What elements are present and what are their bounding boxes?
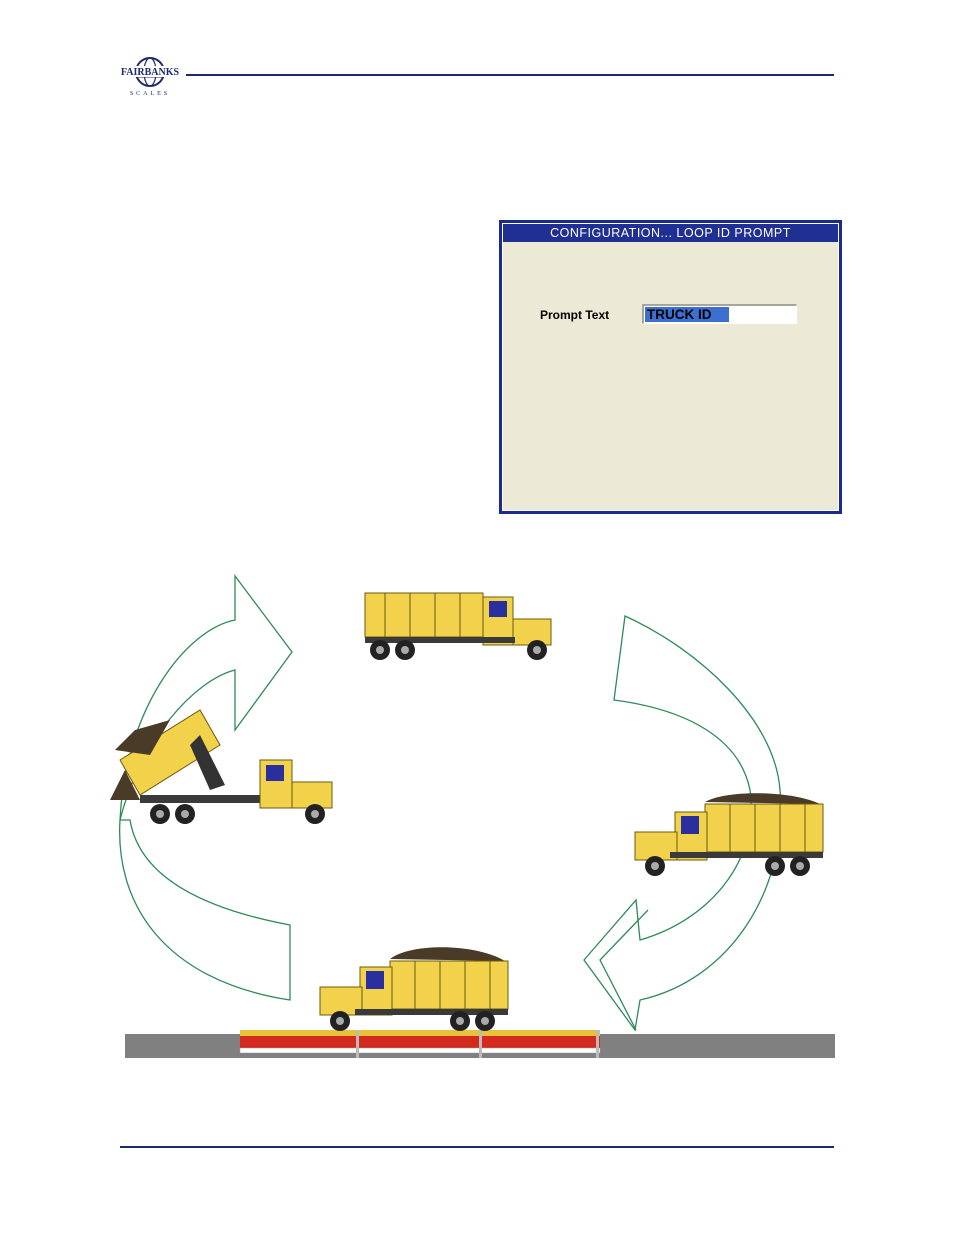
svg-text:SCALES: SCALES [130, 91, 170, 97]
fairbanks-logo: FAIRBANKS SCALES [120, 52, 184, 98]
dialog-title: CONFIGURATION... LOOP ID PROMPT [503, 224, 838, 242]
dumping-truck-icon [110, 710, 332, 824]
prompt-text-label: Prompt Text [540, 308, 609, 322]
svg-text:FAIRBANKS: FAIRBANKS [121, 67, 180, 78]
prompt-text-value: TRUCK ID [645, 307, 729, 322]
loop-id-prompt-dialog: CONFIGURATION... LOOP ID PROMPT Prompt T… [499, 220, 842, 514]
truck-cycle-illustration [100, 560, 840, 1075]
header-rule [186, 74, 834, 76]
prompt-text-input[interactable]: TRUCK ID [642, 304, 797, 324]
loaded-truck-icon [635, 793, 823, 876]
empty-dump-truck-icon [365, 593, 551, 660]
truck-on-scale-icon [320, 947, 508, 1031]
footer-rule [120, 1146, 834, 1148]
